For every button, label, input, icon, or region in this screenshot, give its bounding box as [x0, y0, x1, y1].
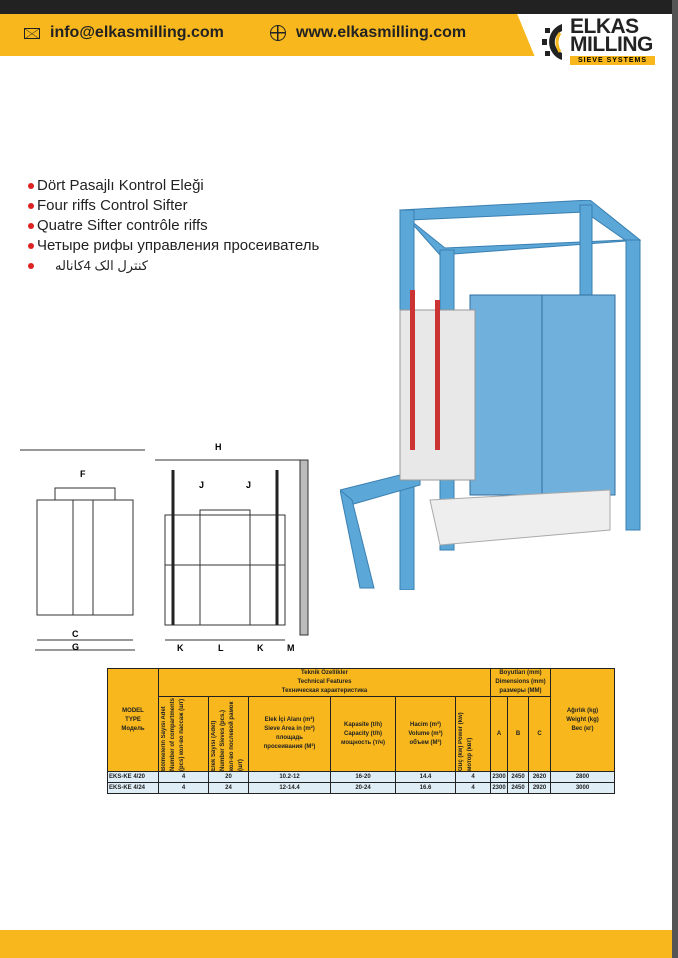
bullet-icon: [28, 223, 34, 229]
sifter-machine-image: [340, 200, 642, 590]
table-cell: 2450: [507, 771, 529, 783]
email-contact[interactable]: info@elkasmilling.com: [24, 24, 224, 42]
technical-drawing: F C G H J J K L K M: [20, 442, 309, 653]
dim-b-header: B: [507, 696, 529, 772]
dim-label-j2: J: [246, 480, 251, 490]
table-cell: 16-20: [330, 771, 396, 783]
table-cell: 4: [455, 782, 491, 794]
top-strip: [0, 0, 672, 14]
table-cell: 20-24: [330, 782, 396, 794]
table-cell: 10.2-12: [248, 771, 331, 783]
dim-label-k2: K: [257, 643, 264, 653]
gear-icon: [542, 23, 562, 60]
globe-icon: [270, 25, 286, 41]
bullet-icon: [28, 243, 34, 249]
dim-label-h: H: [215, 442, 222, 452]
dim-label-f: F: [80, 469, 86, 479]
table-cell: 12-14.4: [248, 782, 331, 794]
logo-tagline: SIEVE SYSTEMS: [570, 56, 656, 65]
dim-label-c: C: [72, 629, 79, 639]
bullet-icon: [28, 263, 34, 269]
table-cell: 24: [208, 782, 249, 794]
title-tr: Dört Pasajlı Kontrol Eleği: [28, 176, 319, 196]
elkas-logo: ELKAS MILLING SIEVE SYSTEMS: [540, 15, 656, 65]
table-cell: 3000: [550, 782, 615, 794]
dim-c-header: C: [528, 696, 551, 772]
table-cell: 20: [208, 771, 249, 783]
product-titles: Dört Pasajlı Kontrol Eleği Four riffs Co…: [28, 176, 319, 276]
table-cell: 2800: [550, 771, 615, 783]
dim-label-m: M: [287, 643, 295, 653]
table-cell: 2300: [490, 782, 508, 794]
sieves-header: Elek Sayısı (Adet) Number Sieves (pcs.) …: [208, 696, 249, 772]
logo-line2: MILLING: [570, 33, 653, 56]
volume-header: Hacim (m³)Volume (m³)объем (М³): [395, 696, 456, 772]
dim-a-header: A: [490, 696, 508, 772]
title-fr: Quatre Sifter contrôle riffs: [28, 216, 319, 236]
weight-header: Ağırlık (kg)Weight (kg)Вес (кг): [550, 668, 615, 772]
table-cell: 2620: [528, 771, 551, 783]
dim-label-j1: J: [199, 480, 204, 490]
envelope-icon: [24, 27, 40, 39]
table-cell: EKS-KE 4/24: [107, 782, 159, 794]
table-cell: 4: [158, 771, 209, 783]
table-cell: 2920: [528, 782, 551, 794]
area-header: Elek İçi Alanı (m²)Sieve Area in (m²)пло…: [248, 696, 331, 772]
capacity-header: Kapasite (t/h)Capacity (t/h)мощность (т/…: [330, 696, 396, 772]
table-cell: EKS-KE 4/20: [107, 771, 159, 783]
website-text[interactable]: www.elkasmilling.com: [296, 24, 467, 41]
bullet-icon: [28, 183, 34, 189]
power-header: Güç (kw) Power (kw) мотор (квт): [455, 696, 491, 772]
dim-label-l: L: [218, 643, 224, 653]
compartments-header: Bölmelerin Sayısı Adet Number of compart…: [158, 696, 209, 772]
bullet-icon: [28, 203, 34, 209]
title-en: Four riffs Control Sifter: [28, 196, 319, 216]
table-cell: 16.6: [395, 782, 456, 794]
page-edge: [672, 0, 678, 958]
website-contact[interactable]: www.elkasmilling.com: [270, 24, 466, 42]
dims-header: Boyutları (mm)Dimensions (mm)размеры (ММ…: [490, 668, 551, 697]
table-cell: 4: [158, 782, 209, 794]
table-cell: 14.4: [395, 771, 456, 783]
table-cell: 4: [455, 771, 491, 783]
email-text[interactable]: info@elkasmilling.com: [50, 24, 224, 41]
title-ru: Четыре рифы управления просеиватель: [28, 236, 319, 256]
table-cell: 2300: [490, 771, 508, 783]
dim-label-g: G: [72, 642, 79, 652]
title-fa: كنترل الک 4كاناله: [28, 256, 319, 276]
table-cell: 2450: [507, 782, 529, 794]
footer-bar: [0, 930, 672, 958]
logo-line1: ELKAS: [570, 15, 639, 38]
dim-label-k1: K: [177, 643, 184, 653]
